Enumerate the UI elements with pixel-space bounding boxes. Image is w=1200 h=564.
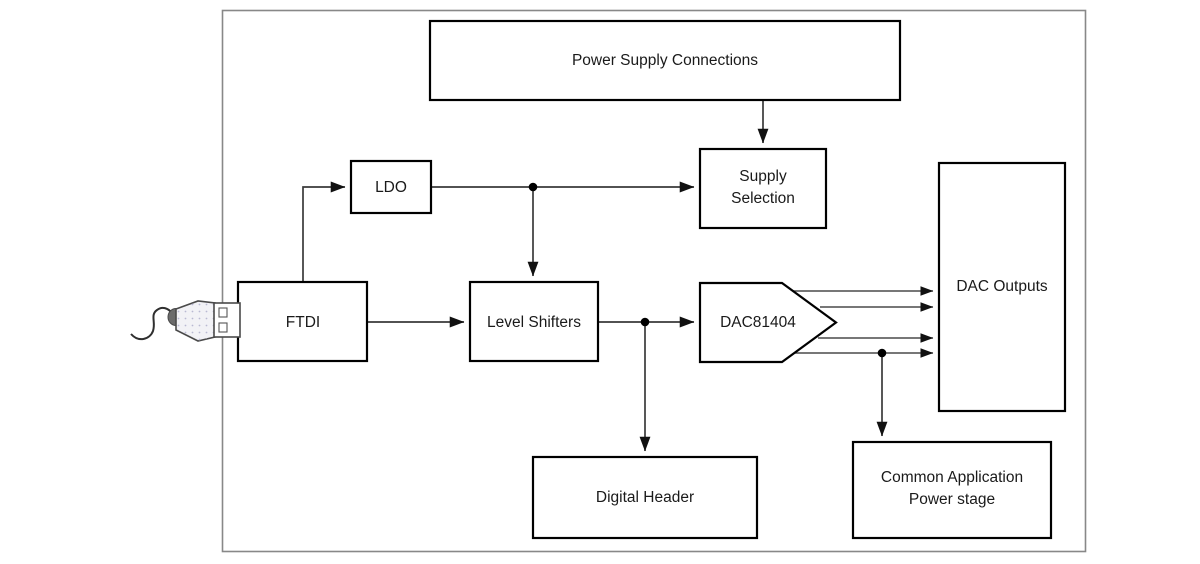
block-dac81404[interactable]: DAC81404 <box>698 281 838 364</box>
junction-dot-ldo <box>528 182 538 192</box>
block-label-ftdi: FTDI <box>286 314 320 331</box>
block-label-level-shifters: Level Shifters <box>487 314 581 331</box>
block-ftdi[interactable]: FTDI <box>236 280 369 363</box>
block-label-supply-selection-line1: Supply <box>739 168 787 185</box>
block-dac-outputs[interactable]: DAC Outputs <box>937 161 1067 413</box>
usb-connector-icon <box>130 300 241 342</box>
block-digital-header[interactable]: Digital Header <box>531 455 759 540</box>
block-label-power-supply-connections: Power Supply Connections <box>572 52 758 69</box>
block-label-ldo: LDO <box>375 179 407 196</box>
block-label-digital-header: Digital Header <box>596 489 694 506</box>
wire-ftdi-to-ldo <box>302 181 346 282</box>
block-power-supply-connections[interactable]: Power Supply Connections <box>428 19 902 102</box>
block-label-supply-selection-line2: Selection <box>731 190 795 207</box>
block-supply-selection[interactable]: Supply Selection <box>698 147 828 230</box>
block-common-application-power-stage[interactable]: Common Application Power stage <box>851 440 1053 540</box>
block-label-dac81404: DAC81404 <box>720 314 796 331</box>
block-label-power-stage-line2: Power stage <box>909 491 995 508</box>
block-ldo[interactable]: LDO <box>349 159 433 215</box>
block-level-shifters[interactable]: Level Shifters <box>468 280 600 363</box>
junction-dot-dac-output <box>877 348 887 358</box>
block-label-dac-outputs: DAC Outputs <box>956 278 1048 295</box>
block-label-power-stage-line1: Common Application <box>881 469 1023 486</box>
junction-dot-level-shifters <box>640 317 650 327</box>
